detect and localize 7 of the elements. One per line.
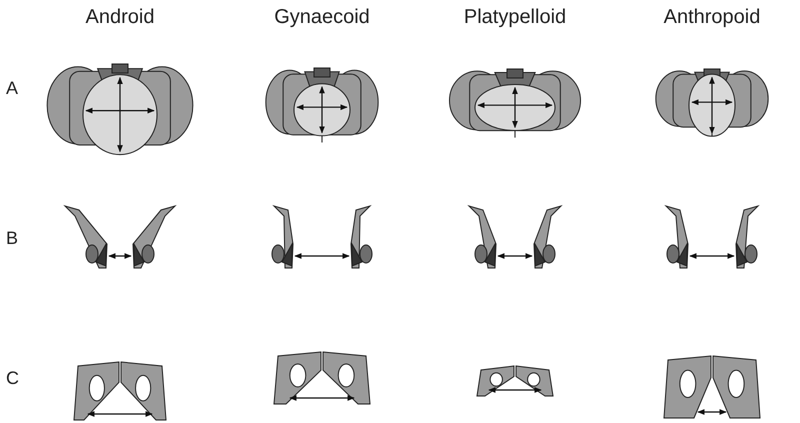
column-heading: Android <box>86 6 154 29</box>
row-label: A <box>6 78 18 99</box>
row-label: B <box>6 228 18 249</box>
column-heading: Platypelloid <box>464 6 566 29</box>
row-label: C <box>6 368 19 389</box>
column-heading: Anthropoid <box>664 6 760 29</box>
column-heading: Gynaecoid <box>274 6 370 29</box>
